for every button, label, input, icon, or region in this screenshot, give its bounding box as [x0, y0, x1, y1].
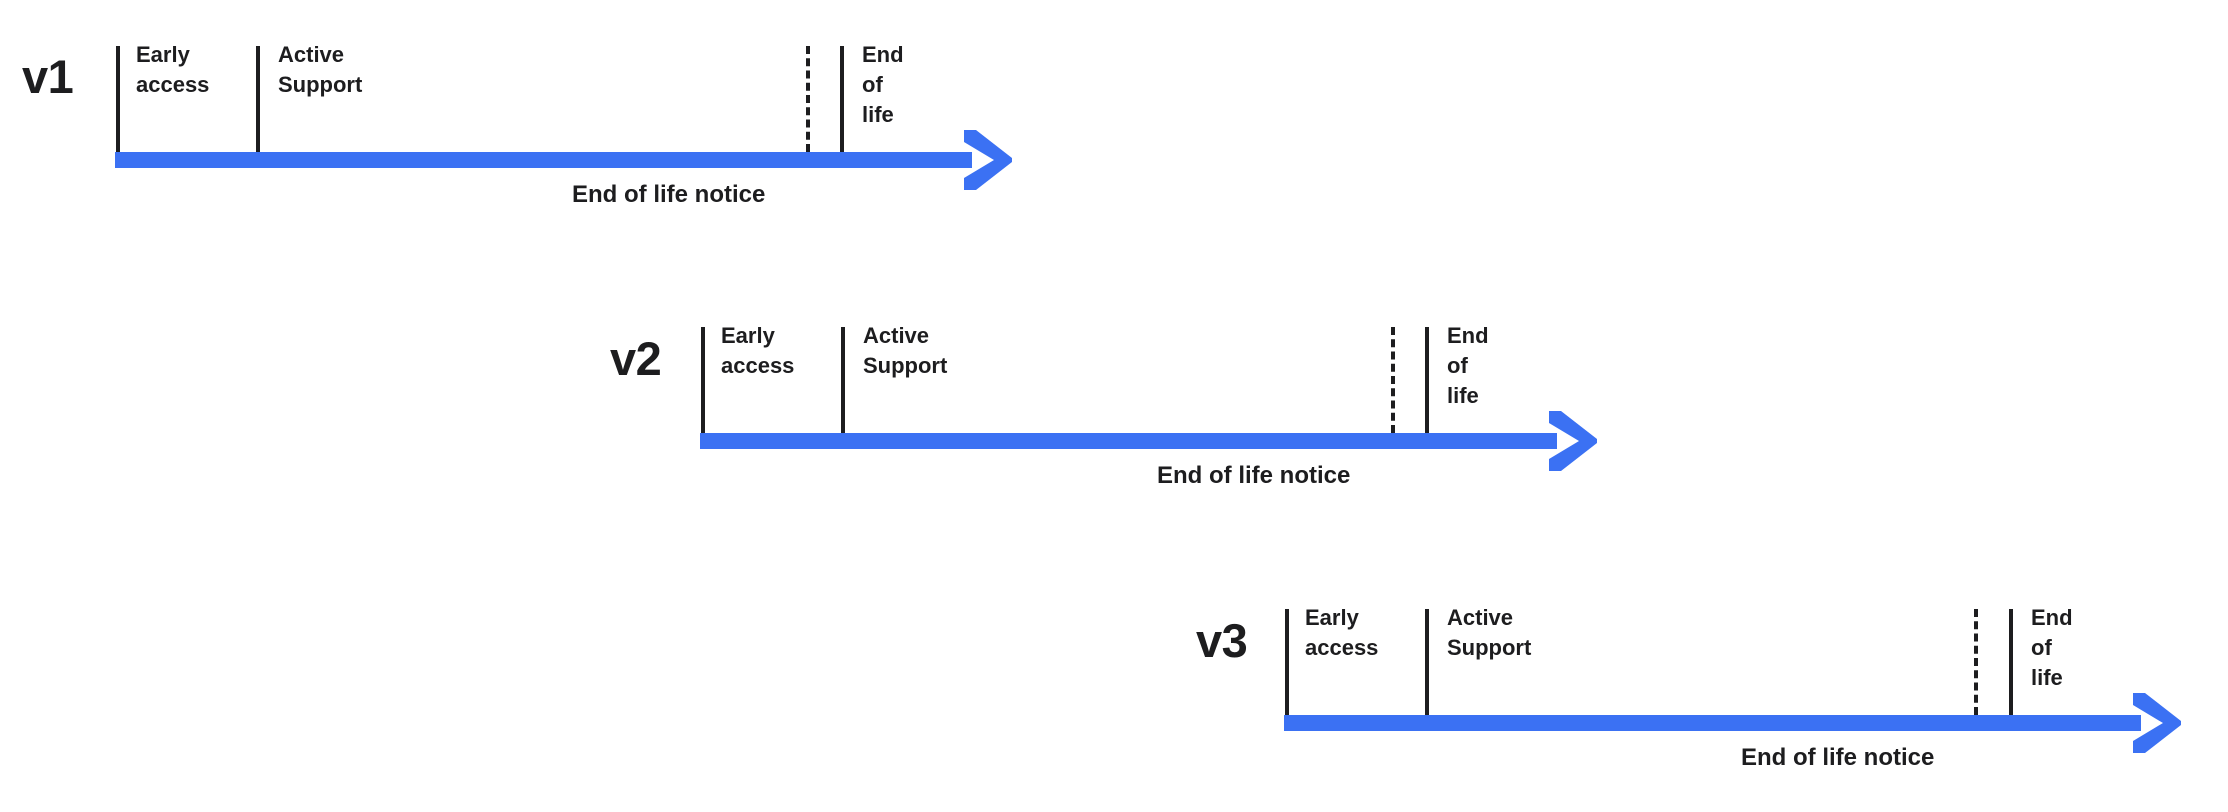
- phase-label-end-of-life-v2: End of life: [1447, 323, 1489, 408]
- divider-end-of-life-notice-v2: [1391, 327, 1395, 433]
- divider-active-support-start-v3: [1425, 609, 1429, 715]
- timeline-arrow-head-icon-v2: [1549, 411, 1597, 471]
- version-label-v2: v2: [610, 332, 662, 385]
- phase-label-early-access-v1: Early access: [136, 42, 210, 97]
- timeline-arrow-shaft-v1: [115, 152, 972, 168]
- timeline-arrow-head-icon-v3: [2133, 693, 2181, 753]
- phase-label-end-of-life-v1: End of life: [862, 42, 904, 127]
- divider-end-of-life-start-v2: [1425, 327, 1429, 433]
- divider-active-support-start-v1: [256, 46, 260, 152]
- divider-end-of-life-notice-v1: [806, 46, 810, 152]
- phase-label-active-support-v1: Active Support: [278, 42, 363, 97]
- divider-active-support-start-v2: [841, 327, 845, 433]
- divider-end-of-life-notice-v3: [1974, 609, 1978, 715]
- end-of-life-notice-label-v3: End of life notice: [1741, 744, 1935, 771]
- end-of-life-notice-label-v1: End of life notice: [572, 181, 766, 208]
- divider-early-access-start-v2: [701, 327, 705, 433]
- version-label-v1: v1: [22, 50, 74, 103]
- phase-label-active-support-v2: Active Support: [863, 323, 948, 378]
- timeline-arrow-shaft-v2: [700, 433, 1557, 449]
- phase-label-early-access-v2: Early access: [721, 323, 795, 378]
- timeline-arrow-shaft-v3: [1284, 715, 2141, 731]
- timeline-arrow-head-icon-v1: [964, 130, 1012, 190]
- divider-end-of-life-start-v1: [840, 46, 844, 152]
- end-of-life-notice-label-v2: End of life notice: [1157, 462, 1351, 489]
- phase-label-active-support-v3: Active Support: [1447, 605, 1532, 660]
- divider-end-of-life-start-v3: [2009, 609, 2013, 715]
- phase-label-end-of-life-v3: End of life: [2031, 605, 2073, 690]
- divider-early-access-start-v3: [1285, 609, 1289, 715]
- version-label-v3: v3: [1196, 614, 1248, 667]
- phase-label-early-access-v3: Early access: [1305, 605, 1379, 660]
- divider-early-access-start-v1: [116, 46, 120, 152]
